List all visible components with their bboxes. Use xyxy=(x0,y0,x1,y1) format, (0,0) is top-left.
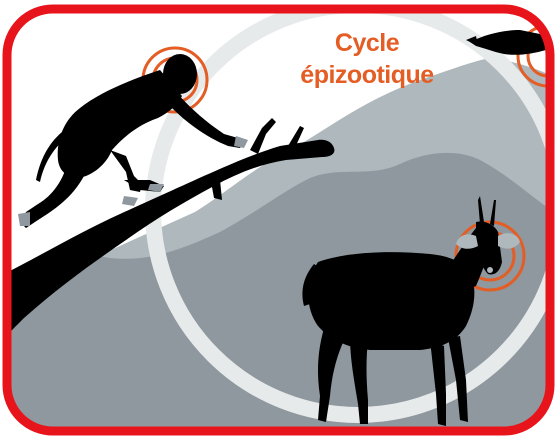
antelope-nose xyxy=(487,267,493,273)
diagram-title-line-2: épizootique xyxy=(300,61,434,89)
monkey-foot-highlight xyxy=(18,212,30,226)
diagram-title-line-1: Cycle xyxy=(300,29,434,57)
